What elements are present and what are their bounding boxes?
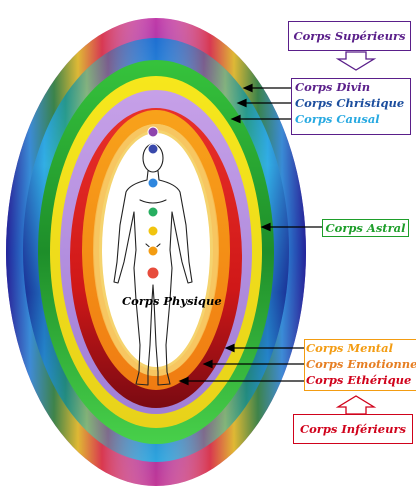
arrow-up-icon [338,396,374,414]
chakra-crown [148,127,158,137]
label-corps-divin: Corps Divin [295,80,370,95]
chakra-root [147,267,159,279]
label-corps-physique: Corps Physique [122,294,222,308]
superieurs-box: Corps Supérieurs [288,21,411,51]
label-corps-christique: Corps Christique [295,96,404,111]
label-corps-etherique: Corps Ethérique [306,373,411,388]
label-corps-mental: Corps Mental [306,341,393,356]
label-corps-causal: Corps Causal [295,112,380,127]
label-corps-emotionnel: Corps Emotionnel [306,357,416,372]
label-corps-astral: Corps Astral [322,219,409,237]
arrow-down-icon [338,52,374,70]
chakra-third-eye [148,144,158,154]
chakra-solar-plexus [148,226,158,236]
inferieurs-box: Corps Inférieurs [293,414,413,444]
chakra-throat [148,178,158,188]
chakra-sacral [148,246,158,256]
chakra-heart [148,207,158,217]
